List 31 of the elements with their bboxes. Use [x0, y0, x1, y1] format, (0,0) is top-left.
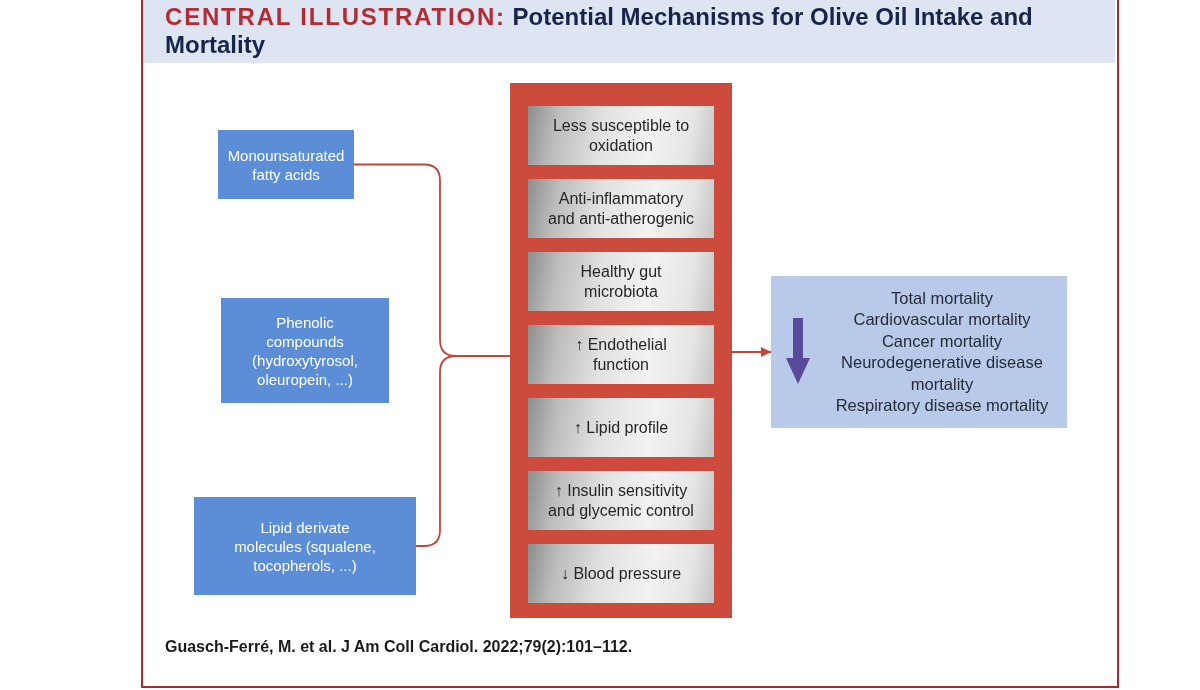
mechanism-label: ↓ Blood pressure [559, 563, 683, 584]
mechanism-box [528, 471, 714, 530]
source-label: Monounsaturated fatty acids [226, 145, 346, 184]
mechanism-label: Anti-inflammatory and anti-atherogenic [547, 188, 695, 229]
mechanism-box [528, 106, 714, 165]
outcome-label: Cancer mortality [880, 330, 1004, 352]
mechanism-label: ↑ Endothelial function [574, 334, 668, 375]
mechanism-box [528, 398, 714, 457]
outcome-label: Respiratory disease mortality [834, 395, 1050, 416]
arrow [731, 347, 772, 357]
mechanism-label: ↑ Lipid profile [572, 417, 670, 438]
mechanism-box [528, 544, 714, 603]
mechanism-box [528, 252, 714, 311]
source-box [194, 497, 416, 595]
outcome-label: Cardiovascular mortality [852, 309, 1032, 330]
outcome-box [771, 276, 1067, 428]
source-label: Lipid derivate molecules (squalene, tocopherols, ...) [233, 517, 377, 575]
figure-title: CENTRAL ILLUSTRATION: Potential Mechanisms for Olive Oil Intake and Mortality [165, 3, 1034, 59]
source-box [221, 298, 389, 403]
source-label: Phenolic compounds (hydroxytyrosol, oleuropein, ...) [251, 312, 359, 389]
outcome-label: Neurodegenerative disease mortality [840, 352, 1044, 395]
mechanism-panel [510, 83, 732, 618]
mechanism-box [528, 179, 714, 238]
mechanism-label: Less susceptible to oxidation [551, 115, 691, 156]
mechanism-label: ↑ Insulin sensitivity and glycemic control [547, 480, 695, 521]
mechanism-label: Healthy gut microbiota [579, 261, 663, 302]
citation-text: Guasch-Ferré, M. et al. J Am Coll Cardiol. 2022;79(2):101–112. [165, 637, 633, 657]
mechanism-box [528, 325, 714, 384]
outcome-label: Total mortality [890, 287, 994, 309]
source-box [218, 130, 354, 199]
brace-line [415, 355, 511, 547]
